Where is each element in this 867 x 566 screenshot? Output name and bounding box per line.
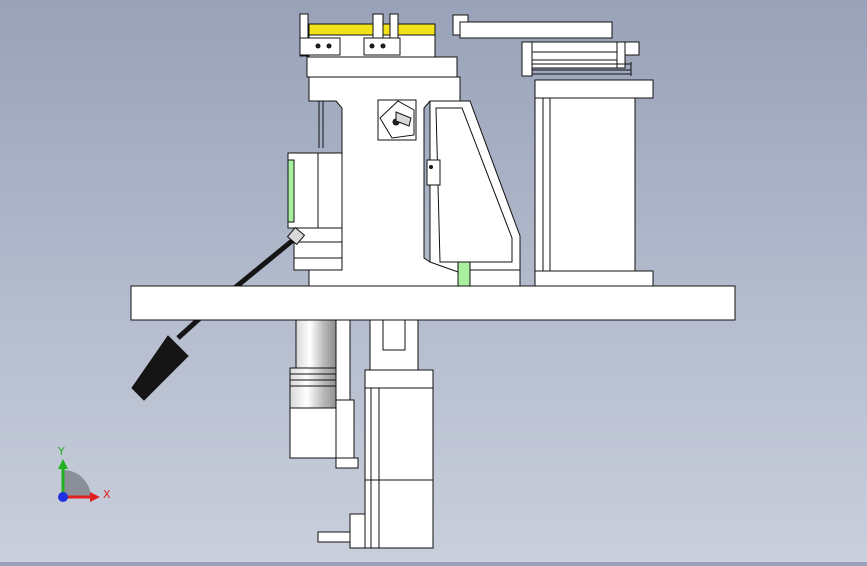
- motor-green-strip: [287, 159, 295, 223]
- coordinate-triad: X Y: [57, 445, 111, 502]
- left-motor: [287, 152, 343, 271]
- yellow-pad: [308, 23, 436, 36]
- z-axis: [58, 492, 68, 502]
- gripper-jaw-left: [299, 13, 309, 57]
- right-column: [534, 79, 654, 287]
- gripper-jaw-right: [372, 13, 384, 39]
- cable-connector: [131, 335, 189, 401]
- slide-actuator: [452, 14, 640, 77]
- base-plate: [130, 285, 736, 321]
- wedge-plate: [426, 100, 521, 287]
- top-gripper: [299, 13, 458, 78]
- x-axis-label: X: [103, 488, 111, 501]
- y-axis-label: Y: [57, 445, 65, 458]
- lower-motor: [317, 319, 434, 549]
- lower-cylinder: [289, 319, 359, 469]
- green-block: [457, 261, 471, 287]
